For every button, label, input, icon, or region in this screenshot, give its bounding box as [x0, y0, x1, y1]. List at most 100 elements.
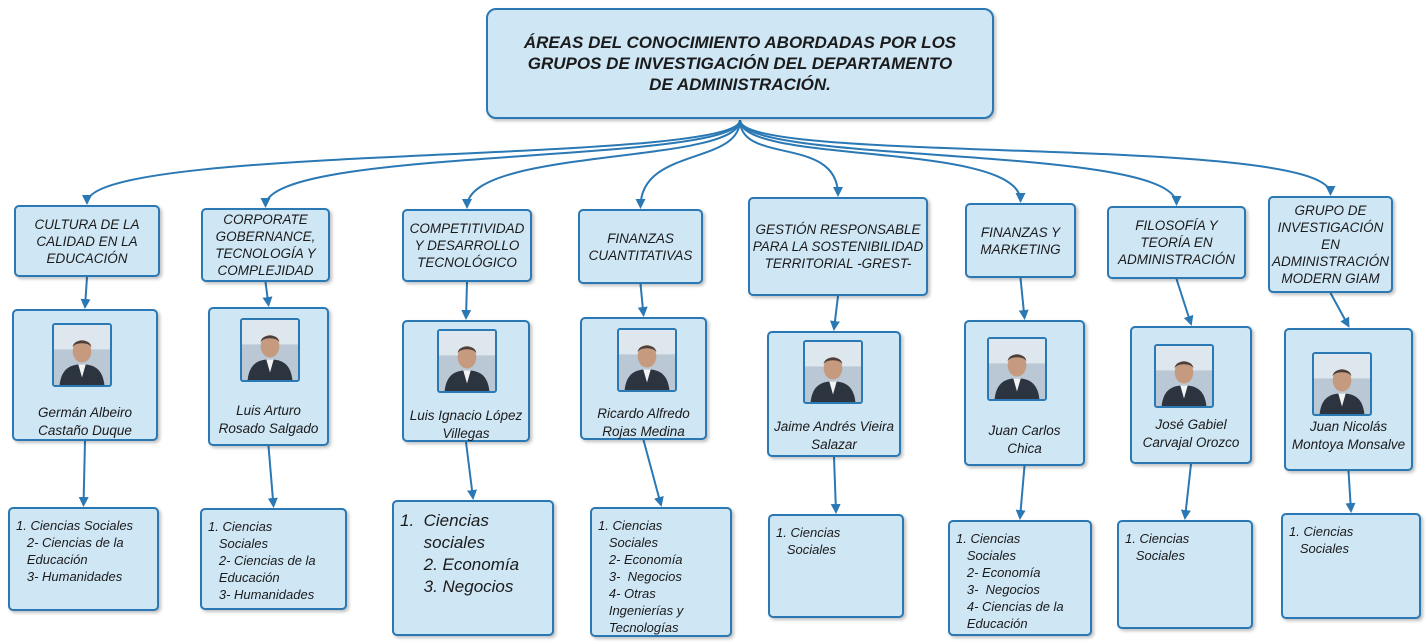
diagram-title-box: ÁREAS DEL CONOCIMIENTO ABORDADAS POR LOS…	[486, 8, 994, 119]
leader-name: Ricardo Alfredo Rojas Medina	[597, 406, 690, 439]
group-to-leader-connector	[637, 283, 648, 317]
knowledge-areas-box: 1. Ciencias sociales 2. Economía 3. Nego…	[392, 500, 554, 636]
knowledge-areas-list: 1. Ciencias Sociales 2- Economía 3- Nego…	[956, 530, 1084, 632]
leader-to-areas-connector	[642, 439, 664, 507]
person-photo-icon	[240, 318, 300, 382]
knowledge-area-item: Sociales	[1125, 548, 1185, 563]
group-to-leader-connector	[1175, 278, 1194, 326]
knowledge-areas-list: 1. Ciencias Sociales	[776, 524, 896, 558]
group-name: FINANZAS CUANTITATIVAS	[588, 230, 693, 263]
group-name: GRUPO DE INVESTIGACIÓN EN ADMINISTRACIÓN…	[1272, 203, 1390, 286]
knowledge-area-item: 1. Ciencias Sociales	[16, 518, 134, 533]
group-name: CORPORATE GOBERNANCE, TECNOLOGÍA Y COMPL…	[215, 212, 316, 278]
title-to-group-connector	[635, 119, 741, 209]
knowledge-areas-box: 1. Ciencias Sociales	[768, 514, 904, 618]
group-name: COMPETITIVIDAD Y DESARROLLO TECNOLÓGICO	[409, 221, 525, 270]
knowledge-area-item: Sociales	[208, 536, 268, 551]
knowledge-area-item: Educación	[956, 616, 1028, 631]
group-name-box: GESTIÓN RESPONSABLE PARA LA SOSTENIBILID…	[748, 197, 928, 296]
knowledge-area-item: 3- Humanidades	[16, 569, 123, 584]
knowledge-areas-list: 1. Ciencias Sociales 2- Ciencias de la E…	[16, 517, 151, 585]
group-name: FILOSOFÍA Y TEORÍA EN ADMINISTRACIÓN	[1117, 218, 1235, 267]
group-name-box: GRUPO DE INVESTIGACIÓN EN ADMINISTRACIÓN…	[1268, 196, 1393, 293]
knowledge-areas-list: 1. Ciencias Sociales 2- Economía 3- Nego…	[598, 517, 724, 636]
group-name-box: FILOSOFÍA Y TEORÍA EN ADMINISTRACIÓN	[1107, 206, 1246, 279]
knowledge-areas-box: 1. Ciencias Sociales 2- Ciencias de la E…	[8, 507, 159, 611]
diagram-title: ÁREAS DEL CONOCIMIENTO ABORDADAS POR LOS…	[523, 33, 957, 94]
group-name: GESTIÓN RESPONSABLE PARA LA SOSTENIBILID…	[752, 222, 924, 271]
group-to-leader-connector	[1329, 292, 1350, 328]
knowledge-area-item: Educación	[208, 570, 280, 585]
person-photo-icon	[987, 337, 1047, 401]
leader-name: Luis Arturo Rosado Salgado	[218, 403, 319, 436]
group-name-box: FINANZAS CUANTITATIVAS	[578, 209, 703, 284]
group-to-leader-connector	[80, 276, 91, 309]
knowledge-area-item: sociales	[400, 533, 486, 552]
title-to-group-connector	[260, 119, 741, 208]
knowledge-areas-box: 1. Ciencias Sociales 2- Ciencias de la E…	[200, 508, 347, 610]
leader-name: Juan Carlos Chica	[988, 423, 1061, 456]
knowledge-area-item: 4- Ciencias de la	[956, 599, 1064, 614]
group-leader-box: José Gabiel Carvajal Orozco	[1130, 326, 1252, 464]
knowledge-area-item: 3- Humanidades	[208, 587, 315, 602]
group-to-leader-connector	[1018, 277, 1029, 320]
leader-to-areas-connector	[1345, 470, 1356, 513]
group-leader-box: Juan Nicolás Montoya Monsalve	[1284, 328, 1413, 471]
group-leader-box: Luis Ignacio López Villegas	[402, 320, 530, 442]
group-name: CULTURA DE LA CALIDAD EN LA EDUCACIÓN	[34, 216, 140, 266]
leader-name: José Gabiel Carvajal Orozco	[1142, 417, 1240, 450]
title-to-group-connector	[739, 119, 1026, 203]
knowledge-area-item: 2- Ciencias de la	[208, 553, 316, 568]
knowledge-area-item: 1. Ciencias	[1125, 531, 1190, 546]
group-name-box: COMPETITIVIDAD Y DESARROLLO TECNOLÓGICO	[402, 209, 532, 282]
knowledge-area-item: 2- Ciencias de la	[16, 535, 124, 550]
knowledge-area-item: 3- Negocios	[598, 569, 682, 584]
knowledge-area-item: Sociales	[956, 548, 1016, 563]
leader-to-areas-connector	[267, 445, 278, 508]
knowledge-area-item: 3. Negocios	[400, 577, 514, 596]
knowledge-area-item: 2- Economía	[598, 552, 683, 567]
knowledge-area-item: 4- Otras	[598, 586, 656, 601]
leader-name: Juan Nicolás Montoya Monsalve	[1291, 419, 1406, 452]
person-photo-icon	[1154, 344, 1214, 408]
knowledge-areas-list: 1. Ciencias Sociales 2- Ciencias de la E…	[208, 518, 339, 603]
group-leader-box: Germán Albeiro Castaño Duque	[12, 309, 158, 441]
knowledge-areas-list: 1. Ciencias Sociales	[1125, 530, 1245, 564]
title-to-group-connector	[739, 119, 1182, 206]
leader-to-areas-connector	[78, 440, 89, 507]
knowledge-area-item: 1. Ciencias	[598, 518, 663, 533]
group-to-leader-connector	[829, 295, 840, 331]
knowledge-areas-box: 1. Ciencias Sociales 2- Economía 3- Nego…	[590, 507, 732, 637]
knowledge-area-item: 1. Ciencias	[1289, 524, 1354, 539]
leader-to-areas-connector	[1180, 463, 1192, 520]
knowledge-area-item: Sociales	[598, 535, 658, 550]
group-leader-box: Luis Arturo Rosado Salgado	[208, 307, 329, 446]
group-leader-box: Juan Carlos Chica	[964, 320, 1085, 466]
knowledge-areas-list: 1. Ciencias sociales 2. Economía 3. Nego…	[400, 510, 546, 598]
leader-to-areas-connector	[1015, 465, 1026, 520]
knowledge-area-item: 1. Ciencias	[956, 531, 1021, 546]
knowledge-area-item: 1. Ciencias	[400, 511, 489, 530]
knowledge-areas-box: 1. Ciencias Sociales	[1281, 513, 1421, 619]
knowledge-area-item: 2. Economía	[400, 555, 520, 574]
title-to-group-connector	[739, 119, 843, 197]
knowledge-area-item: 3- Negocios	[956, 582, 1040, 597]
title-to-group-connector	[462, 119, 741, 209]
knowledge-area-item: 2- Economía	[956, 565, 1041, 580]
group-leader-box: Jaime Andrés Vieira Salazar	[767, 331, 901, 457]
group-leader-box: Ricardo Alfredo Rojas Medina	[580, 317, 707, 440]
title-to-group-connector	[82, 119, 741, 205]
leader-to-areas-connector	[465, 441, 477, 500]
group-to-leader-connector	[262, 281, 273, 307]
knowledge-area-item: Sociales	[776, 542, 836, 557]
person-photo-icon	[437, 329, 497, 393]
group-name-box: FINANZAS Y MARKETING	[965, 203, 1076, 278]
person-photo-icon	[803, 340, 863, 404]
leader-to-areas-connector	[830, 456, 841, 514]
knowledge-areas-box: 1. Ciencias Sociales 2- Economía 3- Nego…	[948, 520, 1092, 636]
group-name-box: CORPORATE GOBERNANCE, TECNOLOGÍA Y COMPL…	[201, 208, 330, 282]
person-photo-icon	[1312, 352, 1372, 416]
leader-name: Jaime Andrés Vieira Salazar	[773, 419, 895, 452]
knowledge-area-item: Tecnologías	[598, 620, 679, 635]
